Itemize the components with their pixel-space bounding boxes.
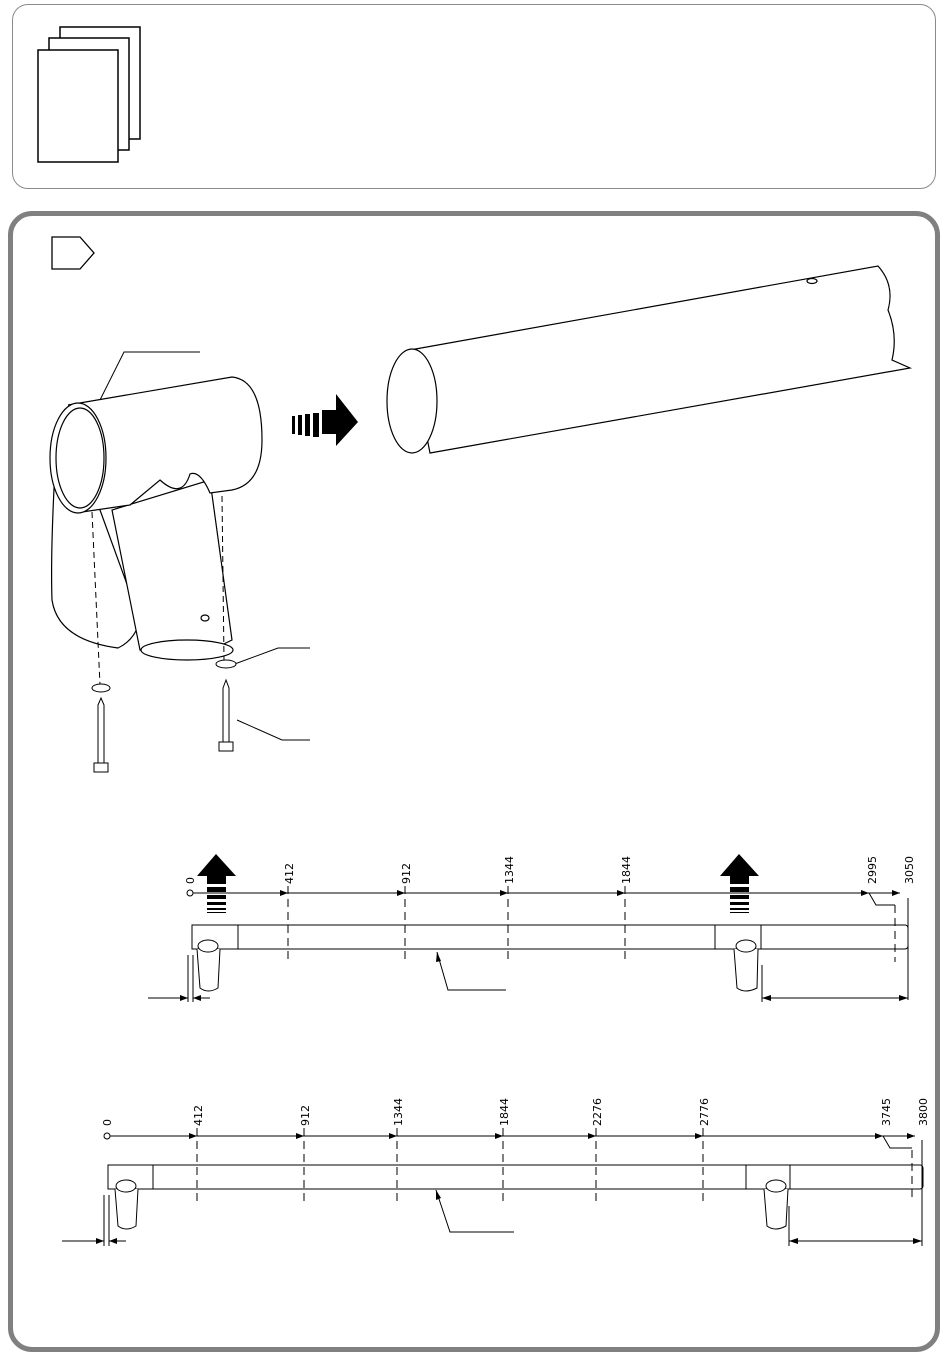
dimension-mark: 1344 (503, 856, 516, 884)
beam-tube-part (387, 266, 910, 453)
step-tag-icon (52, 237, 94, 269)
beam-long-diagram: 0 412 912 1344 1844 2276 2776 3745 3800 (62, 1098, 930, 1246)
dimension-mark: 1844 (620, 856, 633, 884)
dimension-mark: 2276 (591, 1098, 604, 1126)
lift-arrow-icon (197, 854, 236, 913)
dimension-mark: 0 (184, 877, 197, 884)
dimension-mark: 912 (299, 1105, 312, 1126)
dimension-mark: 0 (101, 1119, 114, 1126)
beam-short-diagram: 0 412 912 1344 1844 2995 3050 (148, 854, 916, 1002)
bolt-right (216, 660, 236, 751)
bolt-left (92, 684, 110, 772)
dimension-mark: 1844 (498, 1098, 511, 1126)
lift-arrow-icon (720, 854, 759, 913)
insert-arrow-icon (292, 394, 358, 446)
t-connector-part (50, 377, 262, 660)
dimension-mark: 412 (192, 1105, 205, 1126)
dimension-mark: 1344 (392, 1098, 405, 1126)
dimension-mark: 2995 (866, 856, 879, 884)
dimension-mark: 912 (400, 863, 413, 884)
document-stack-icon (38, 27, 140, 162)
dimension-mark: 3745 (880, 1098, 893, 1126)
dimension-mark: 3050 (903, 856, 916, 884)
dimension-mark: 412 (283, 863, 296, 884)
dimension-mark: 3800 (917, 1098, 930, 1126)
dimension-mark: 2776 (698, 1098, 711, 1126)
